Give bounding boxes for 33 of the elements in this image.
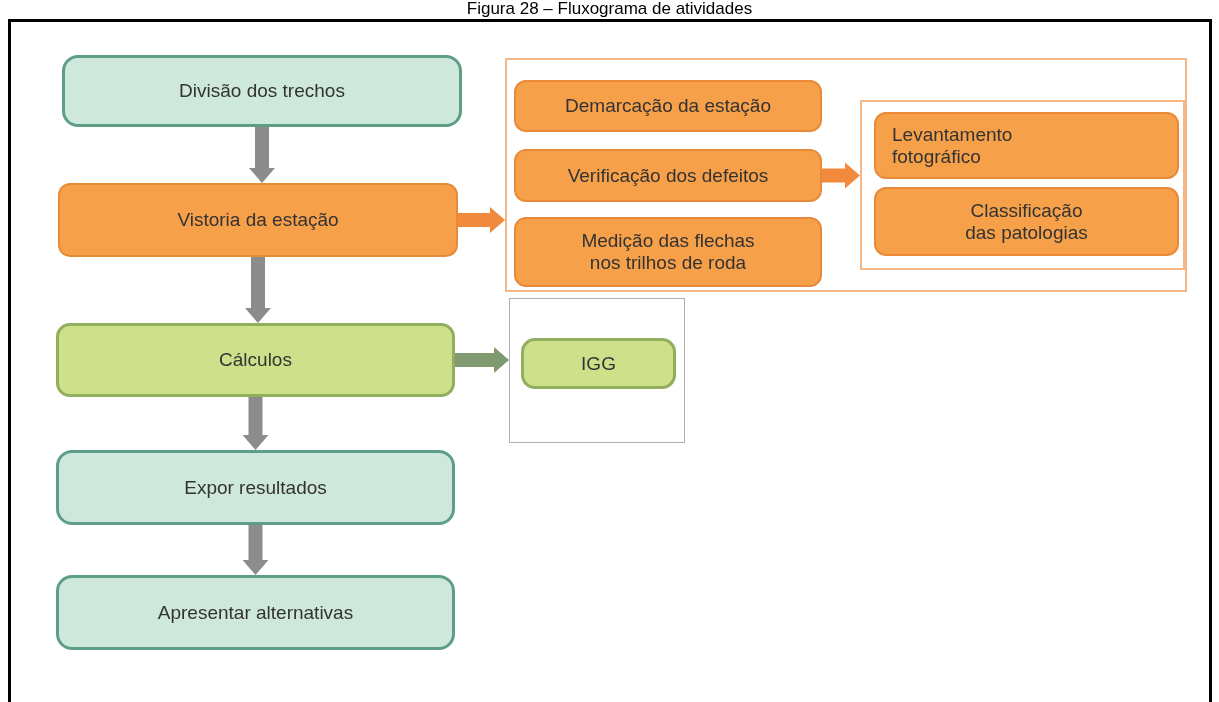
block-arrow bbox=[822, 162, 860, 189]
process-box bbox=[58, 183, 458, 257]
box-label: Apresentar alternativas bbox=[157, 601, 354, 624]
block-arrow bbox=[455, 347, 509, 373]
block-arrow bbox=[249, 127, 275, 183]
box-label: Levantamento fotográfico bbox=[892, 123, 1014, 168]
group-frame bbox=[505, 58, 1187, 292]
box-label: Medição das flechas nos trilhos de roda bbox=[580, 230, 756, 274]
process-box bbox=[56, 450, 455, 525]
process-box bbox=[874, 187, 1179, 256]
process-box bbox=[514, 80, 822, 132]
block-arrow bbox=[242, 397, 269, 450]
box-label: Vistoria da estação bbox=[177, 209, 339, 231]
block-arrow bbox=[242, 525, 269, 575]
group-frame bbox=[509, 298, 685, 443]
box-label: Divisão dos trechos bbox=[179, 80, 345, 102]
box-label: Cálculos bbox=[219, 349, 292, 371]
block-arrow bbox=[458, 207, 505, 233]
process-box bbox=[521, 338, 676, 389]
process-box bbox=[56, 575, 455, 650]
process-box bbox=[56, 323, 455, 397]
process-box bbox=[62, 55, 462, 127]
box-label: Expor resultados bbox=[184, 476, 327, 499]
box-label: Classificação das patologias bbox=[964, 199, 1089, 244]
figure-title: Figura 28 – Fluxograma de atividades bbox=[465, 0, 754, 18]
block-arrow bbox=[245, 257, 271, 323]
box-label: Verificação dos defeitos bbox=[567, 164, 769, 187]
process-box bbox=[874, 112, 1179, 179]
group-frame bbox=[860, 100, 1185, 270]
process-box bbox=[514, 217, 822, 287]
box-label: Demarcação da estação bbox=[565, 95, 771, 117]
process-box bbox=[514, 149, 822, 202]
box-label: IGG bbox=[581, 352, 616, 375]
